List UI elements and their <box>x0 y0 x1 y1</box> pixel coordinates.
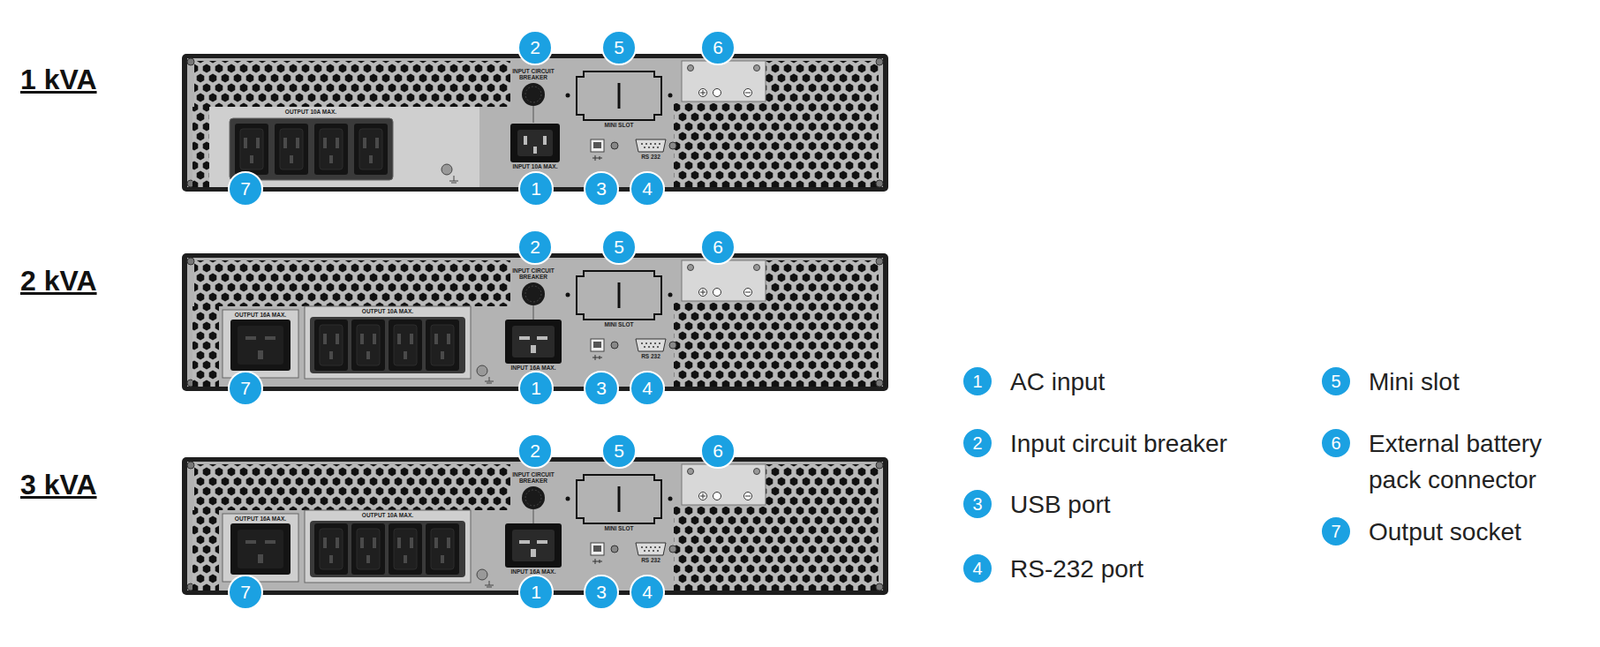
callout-number: 7 <box>227 171 264 207</box>
callout-number: 5 <box>601 30 637 66</box>
model-title: 3 kVA <box>20 467 98 503</box>
model-title: 1 kVA <box>20 61 98 98</box>
legend-swatch: 4 <box>961 552 994 585</box>
legend-number: 4 <box>972 558 982 579</box>
callout-number: 7 <box>227 370 264 407</box>
callout-number: 3 <box>583 171 619 207</box>
panel-marking: RS 232 <box>631 557 671 564</box>
callout-number: 4 <box>629 171 665 207</box>
panel-marking: OUTPUT 16A MAX. <box>225 515 296 522</box>
panel-marking: OUTPUT 10A MAX. <box>244 108 378 115</box>
legend-swatch: 1 <box>961 365 994 398</box>
panel-marking: MINI SLOT <box>592 121 646 129</box>
legend-swatch: 6 <box>1320 427 1352 460</box>
legend-text: USB port <box>1010 486 1111 523</box>
callout-number: 5 <box>601 229 637 265</box>
callout-number: 2 <box>517 30 553 66</box>
legend-text: External battery pack connector <box>1368 425 1590 499</box>
panel-marking: INPUT 10A MAX. <box>499 163 571 170</box>
panel-marking: INPUT CIRCUIT BREAKER <box>505 67 561 81</box>
callout-number: 6 <box>700 30 736 66</box>
panel-marking: RS 232 <box>631 353 671 360</box>
callout-number: 2 <box>517 229 553 265</box>
callout-number: 5 <box>601 433 637 469</box>
model-title: 2 kVA <box>20 263 98 299</box>
panel-marking: INPUT CIRCUIT BREAKER <box>505 267 561 280</box>
callout-number: 2 <box>517 433 553 469</box>
legend-swatch: 2 <box>961 427 994 460</box>
panel-marking: INPUT 16A MAX. <box>498 568 569 575</box>
panel-marking: OUTPUT 16A MAX. <box>225 311 296 318</box>
callout-number: 1 <box>518 574 554 611</box>
panel-marking: OUTPUT 10A MAX. <box>321 308 454 315</box>
legend-text: AC input <box>1010 363 1105 400</box>
legend-text: Output socket <box>1368 513 1590 551</box>
callout-number: 3 <box>583 574 619 611</box>
panel-marking: MINI SLOT <box>592 525 646 532</box>
callout-number: 1 <box>518 171 554 207</box>
legend-swatch: 3 <box>961 488 994 521</box>
panel-marking: INPUT CIRCUIT BREAKER <box>505 471 561 484</box>
legend-text: RS-232 port <box>1010 550 1144 588</box>
callout-number: 4 <box>629 574 665 611</box>
callout-number: 6 <box>700 433 736 469</box>
panel-marking: RS 232 <box>631 153 671 160</box>
legend-text: Mini slot <box>1368 363 1590 400</box>
panel-marking: OUTPUT 10A MAX. <box>321 512 454 519</box>
callout-number: 7 <box>227 574 264 611</box>
legend-number: 1 <box>972 371 982 392</box>
legend-number: 7 <box>1330 521 1341 542</box>
callout-number: 3 <box>583 370 619 407</box>
legend-swatch: 5 <box>1320 365 1352 398</box>
legend-number: 3 <box>972 494 982 514</box>
legend-swatch: 7 <box>1320 515 1352 548</box>
legend-number: 6 <box>1330 433 1341 453</box>
legend-number: 5 <box>1330 371 1341 392</box>
panel-marking: MINI SLOT <box>592 321 646 328</box>
legend-number: 2 <box>972 433 982 453</box>
legend-text: Input circuit breaker <box>1010 425 1228 462</box>
panel-marking: INPUT 16A MAX. <box>498 364 569 371</box>
callout-number: 4 <box>629 370 665 407</box>
callout-number: 6 <box>700 229 736 265</box>
callout-number: 1 <box>518 370 554 407</box>
